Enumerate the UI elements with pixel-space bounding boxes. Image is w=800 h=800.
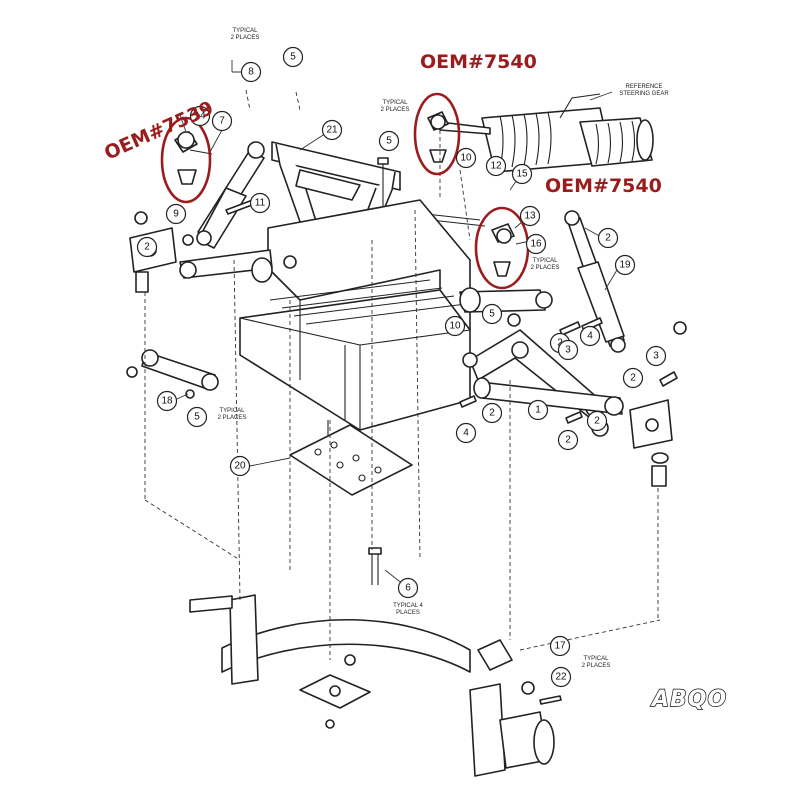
callout-number-2: 2 — [489, 408, 495, 419]
callout-circle-6 — [397, 577, 419, 599]
small-bolts — [459, 317, 678, 424]
callout-circle-20 — [229, 455, 251, 477]
callout-circle-2 — [481, 402, 503, 424]
callout-circle-18 — [156, 390, 178, 412]
callout-circle-5 — [481, 303, 503, 325]
steering-gear — [481, 91, 654, 173]
callout-circle-21 — [321, 119, 343, 141]
callout-number-10: 10 — [449, 321, 461, 332]
callout-number-21: 21 — [326, 125, 338, 136]
oem-label-top: OEM#7540 — [420, 51, 537, 73]
callout-number-3: 3 — [653, 351, 659, 362]
ball-joint-left — [174, 131, 213, 185]
callout-number-2: 2 — [630, 373, 636, 384]
right-bracket — [629, 321, 687, 487]
callout-circle-10 — [455, 147, 477, 169]
ball-joint-right — [491, 223, 515, 277]
callout-number-2: 2 — [605, 233, 611, 244]
callout-number-17: 17 — [554, 641, 566, 652]
callout-circle-14 — [189, 105, 211, 127]
callout-circle-19 — [614, 254, 636, 276]
callout-number-5: 5 — [386, 136, 392, 147]
callout-number-13: 13 — [524, 211, 536, 222]
leader-lines — [144, 60, 661, 660]
callout-number-4: 4 — [463, 428, 469, 439]
callout-number-8: 8 — [248, 67, 254, 78]
callout-number-5: 5 — [489, 309, 495, 320]
callout-circle-16 — [525, 233, 547, 255]
mounting-plate — [289, 420, 413, 496]
callout-number-9: 9 — [173, 209, 179, 220]
ball-joint-top — [427, 111, 449, 163]
callout-number-11: 11 — [255, 198, 266, 209]
callout-number-2: 2 — [557, 338, 563, 349]
callout-number-5: 5 — [290, 52, 296, 63]
callout-number-2: 2 — [144, 242, 150, 253]
callout-circle-5 — [378, 130, 400, 152]
callout-number-5: 5 — [194, 412, 200, 423]
callout-number-2: 2 — [565, 435, 571, 446]
callout-circle-3 — [645, 345, 667, 367]
lower-front-bar — [126, 349, 219, 399]
callout-circle-5 — [282, 46, 304, 68]
callout-circle-15 — [511, 163, 533, 185]
frame-box — [239, 199, 471, 431]
callout-number-7: 7 — [219, 116, 225, 127]
callout-circle-5 — [186, 406, 208, 428]
callout-circle-9 — [165, 203, 187, 225]
callout-circle-8 — [240, 61, 262, 83]
brand-logo: ABQO — [650, 687, 727, 712]
callout-circle-10 — [444, 315, 466, 337]
front-axle — [189, 594, 555, 777]
callout-number-14: 14 — [194, 111, 206, 122]
callout-circle-1 — [527, 399, 549, 421]
callout-circle-12 — [485, 155, 507, 177]
callout-circle-17 — [549, 635, 571, 657]
oem-circle-left — [160, 116, 212, 204]
left-shock — [196, 141, 265, 249]
callout-number-1: 1 — [535, 405, 541, 416]
callout-circle-13 — [519, 205, 541, 227]
oem-label-right: OEM#7540 — [545, 175, 662, 197]
callout-circle-2 — [622, 367, 644, 389]
right-shock — [564, 210, 626, 353]
callout-number-22: 22 — [555, 672, 567, 683]
callout-circle-3 — [557, 339, 579, 361]
callout-number-16: 16 — [530, 239, 542, 250]
callout-circle-4 — [455, 422, 477, 444]
right-upper-arm — [459, 287, 553, 327]
callout-circle-7 — [211, 110, 233, 132]
callout-circle-22 — [550, 666, 572, 688]
callout-circle-4 — [579, 325, 601, 347]
lower-left-link — [179, 249, 297, 283]
callout-number-6: 6 — [405, 583, 411, 594]
callout-circle-2 — [557, 429, 579, 451]
callout-number-2: 2 — [594, 416, 600, 427]
callout-circle-2 — [597, 227, 619, 249]
callout-number-15: 15 — [516, 169, 528, 180]
callout-number-19: 19 — [619, 260, 631, 271]
callout-number-18: 18 — [161, 396, 173, 407]
callout-number-12: 12 — [490, 161, 502, 172]
callout-circle-2 — [136, 236, 158, 258]
oem-label-left: OEM#7539 — [101, 97, 217, 165]
callout-number-20: 20 — [234, 461, 246, 472]
callout-number-4: 4 — [587, 331, 593, 342]
callout-circle-11 — [249, 192, 271, 214]
oem-circle-top — [413, 92, 461, 176]
callout-number-10: 10 — [460, 153, 472, 164]
callout-number-3: 3 — [565, 345, 571, 356]
callout-circle-2 — [586, 410, 608, 432]
